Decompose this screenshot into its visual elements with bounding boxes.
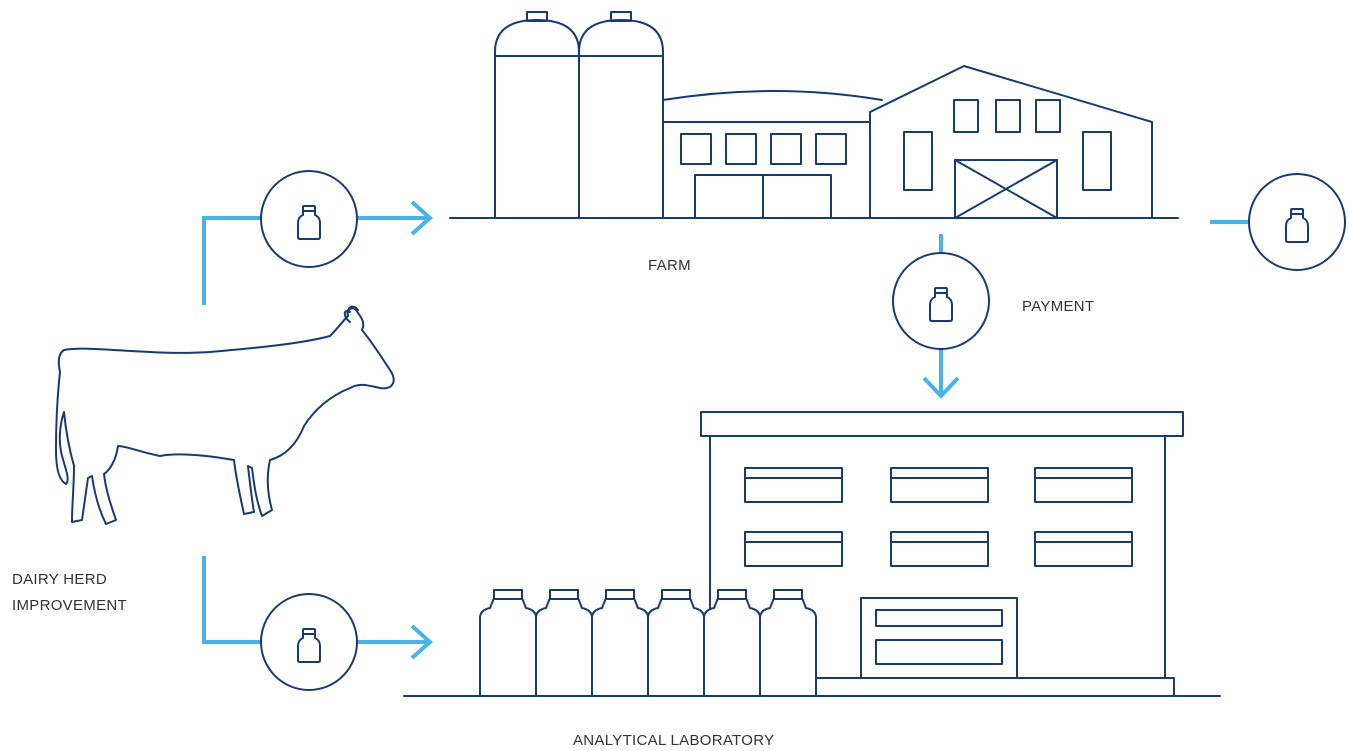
milk-can-icon: [703, 589, 761, 697]
lab-label: ANALYTICAL LABORATORY: [573, 732, 774, 749]
farm-label: FARM: [648, 257, 691, 274]
milk-can-icon: [759, 589, 817, 697]
flow-line-herd-to-farm: [202, 216, 262, 305]
dairy-herd-label-line2: IMPROVEMENT: [12, 597, 127, 614]
flow-lines: [202, 200, 1250, 660]
arrow-icon: [410, 624, 434, 660]
milk-cans: [479, 589, 817, 697]
flow-line-herd-to-lab: [202, 556, 262, 644]
milk-sample-node-right: [1248, 173, 1346, 271]
payment-label: PAYMENT: [1022, 298, 1094, 315]
milk-sample-node-payment: [892, 252, 990, 350]
milk-can-icon: [479, 589, 537, 697]
milk-sample-node-top: [260, 170, 358, 268]
dairy-herd-label-line1: DAIRY HERD: [12, 571, 107, 588]
arrow-icon: [410, 200, 434, 236]
farm-icon: [449, 11, 1179, 219]
milk-sample-node-bottom: [260, 593, 358, 691]
cow-icon: [55, 305, 395, 525]
arrow-icon: [922, 376, 960, 399]
milk-can-icon: [535, 589, 593, 697]
milk-can-icon: [591, 589, 649, 697]
milk-can-icon: [647, 589, 705, 697]
